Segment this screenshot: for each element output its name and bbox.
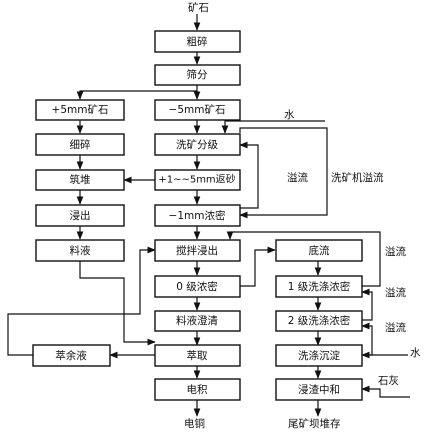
- node-label-electrowinning: 电积: [187, 383, 208, 396]
- node-label-liquor-clarify: 料液澄清: [176, 314, 218, 327]
- edge-lime: [361, 385, 410, 398]
- node-label-wash-classify: 洗矿分级: [176, 138, 218, 151]
- node-wash-thicken-1: [275, 275, 363, 298]
- label-overflow-a: 溢流: [287, 171, 308, 184]
- label-ore: 矿石: [188, 1, 209, 14]
- node-label-screen: 筛分: [187, 68, 208, 81]
- node-label-heap-leach: 浸出: [70, 209, 91, 222]
- node-electrowinning: [154, 378, 241, 401]
- node-label-extraction: 萃取: [187, 350, 208, 362]
- node-label-thicken-1mm: −1mm浓密: [169, 209, 226, 222]
- node-crush-fine: [35, 133, 125, 156]
- node-wash-settle: [275, 344, 363, 367]
- edges: [7, 14, 410, 417]
- label-overflow-c: 溢流: [385, 286, 406, 299]
- node-label-leach-liquor: 料液: [70, 244, 91, 257]
- edge-w2-overflow: [361, 288, 373, 321]
- node-extraction: [154, 344, 241, 367]
- node-raffinate: [32, 344, 111, 367]
- edge-screen-split: [76, 85, 198, 100]
- edge-liquor-extract: [79, 261, 156, 346]
- node-crush-coarse: [154, 30, 241, 53]
- node-label-wash-thicken-1: 1 级洗涤浓密: [288, 280, 351, 293]
- node-label-minus5-ore: −5mm矿石: [169, 103, 226, 116]
- edge-t0-underflow: [240, 246, 276, 287]
- edge-water-top: [221, 120, 325, 134]
- label-water-bottom: 水: [410, 347, 421, 359]
- label-lime: 石灰: [378, 374, 399, 387]
- label-water-top: 水: [284, 109, 295, 121]
- node-label-thicken-0: 0 级浓密: [176, 280, 218, 293]
- label-overflow-b: 溢流: [385, 245, 406, 258]
- node-residue-neutralize: [275, 378, 363, 401]
- node-label-crush-coarse: 粗碎: [187, 35, 208, 48]
- node-label-wash-settle: 洗涤沉淀: [298, 349, 340, 362]
- label-tailings: 尾矿坝堆存: [288, 417, 341, 430]
- node-label-wash-thicken-2: 2 级洗涤浓密: [288, 314, 351, 327]
- node-thicken-0: [154, 275, 241, 298]
- node-label-underflow: 底流: [309, 244, 330, 257]
- node-liquor-clarify: [154, 310, 241, 332]
- edge-labels: 矿石 水 溢流 洗矿机溢流 溢流 溢流 溢流 水 石灰 电铜 尾矿坝堆存: [184, 1, 421, 430]
- node-minus5-ore: [154, 99, 241, 121]
- node-underflow: [275, 239, 363, 262]
- node-heap: [35, 169, 125, 191]
- node-label-residue-neutralize: 浸渣中和: [298, 383, 340, 396]
- node-label-agitation-leach: 搅拌浸出: [176, 244, 218, 257]
- node-label-return-sand: +1~~5mm返砂: [158, 173, 235, 186]
- node-wash-classify: [154, 133, 241, 156]
- nodes: [32, 30, 363, 401]
- edge-raffinate-return: [7, 246, 156, 356]
- label-overflow-d: 溢流: [385, 321, 406, 334]
- node-heap-leach: [35, 204, 125, 227]
- node-screen: [154, 64, 241, 86]
- edge-washer-overflow: [239, 127, 328, 219]
- node-label-crush-fine: 细碎: [70, 138, 91, 151]
- node-wash-thicken-2: [275, 310, 363, 332]
- node-plus5-ore: [35, 99, 125, 121]
- node-label-raffinate: 萃余液: [55, 349, 87, 362]
- label-copper: 电铜: [184, 417, 205, 430]
- node-leach-liquor: [35, 239, 125, 262]
- edge-settle-overflow: [361, 322, 373, 356]
- node-labels: 粗碎 筛分 +5mm矿石 −5mm矿石 细碎 洗矿分级 筑堆 +1~~5mm返砂…: [52, 35, 351, 396]
- node-label-plus5-ore: +5mm矿石: [52, 103, 109, 116]
- edge-overflow-return: [239, 141, 259, 209]
- node-agitation-leach: [154, 239, 241, 262]
- node-label-heap: 筑堆: [70, 173, 91, 186]
- edge-w1-overflow-agit: [226, 231, 381, 287]
- node-return-sand: [154, 169, 241, 191]
- node-thicken-1mm: [154, 204, 241, 227]
- label-washer-overflow: 洗矿机溢流: [331, 171, 384, 184]
